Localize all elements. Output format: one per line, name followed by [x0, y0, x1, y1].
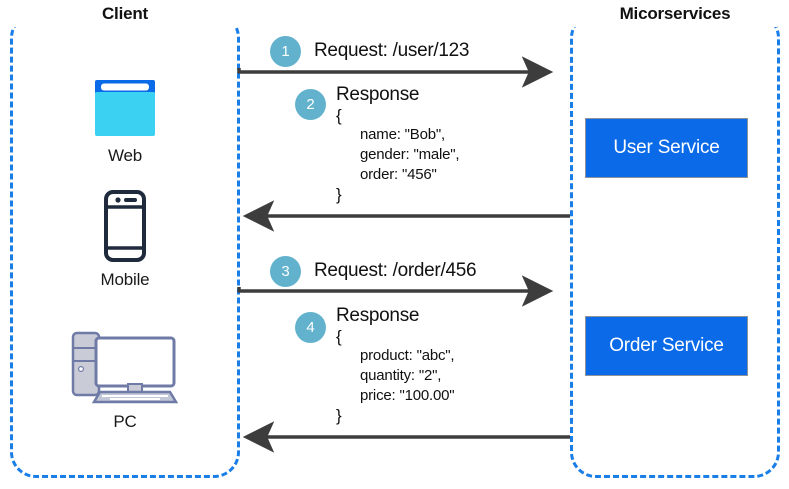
client-panel: Client — [10, 1, 240, 478]
client-panel-title: Client — [13, 1, 237, 27]
arrow-response-user — [242, 200, 570, 232]
message-label-request-order: Request: /order/456 — [314, 260, 477, 281]
response-title-user: Response — [336, 84, 420, 105]
step-circle-3: 3 — [270, 256, 301, 287]
web-browser-icon — [93, 78, 157, 138]
microservices-panel: Micorservices — [570, 1, 780, 478]
response-close-brace-user: } — [336, 185, 342, 204]
client-device-label-mobile: Mobile — [100, 270, 150, 289]
service-box-user[interactable]: User Service — [585, 118, 748, 178]
step-circle-4: 4 — [295, 312, 326, 343]
microservices-panel-title: Micorservices — [573, 1, 777, 27]
arrow-response-order — [242, 421, 570, 453]
response-body-line: price: "100.00" — [360, 387, 455, 404]
response-title-order: Response — [336, 305, 420, 326]
arrow-request-user — [237, 56, 554, 88]
client-device-web: Web — [10, 78, 240, 166]
service-box-user-label: User Service — [613, 137, 720, 158]
client-device-pc: PC — [10, 328, 240, 432]
client-device-label-web: Web — [107, 146, 143, 165]
mobile-phone-icon — [102, 190, 148, 262]
response-body-line: product: "abc", — [360, 347, 455, 364]
client-device-mobile: Mobile — [10, 190, 240, 290]
response-open-brace-user: { — [336, 106, 342, 125]
step-circle-2: 2 — [295, 89, 326, 120]
response-body-line: order: "456" — [360, 166, 437, 183]
response-body-line: name: "Bob", — [360, 126, 445, 143]
service-box-order[interactable]: Order Service — [585, 316, 748, 376]
response-close-brace-order: } — [336, 406, 342, 425]
step-circle-1-number: 1 — [281, 43, 290, 60]
response-body-line: gender: "male", — [360, 146, 460, 163]
desktop-pc-icon — [70, 328, 180, 404]
service-box-order-label: Order Service — [609, 335, 724, 356]
response-block-order: Response { product: "abc", quantity: "2"… — [336, 305, 455, 425]
arrow-request-order — [237, 275, 554, 307]
response-open-brace-order: { — [336, 327, 342, 346]
step-circle-4-number: 4 — [306, 319, 315, 336]
client-device-label-pc: PC — [113, 412, 137, 431]
step-circle-2-number: 2 — [306, 96, 315, 113]
response-body-line: quantity: "2", — [360, 367, 442, 384]
step-circle-1: 1 — [270, 36, 301, 67]
step-circle-3-number: 3 — [281, 263, 290, 280]
response-block-user: Response { name: "Bob", gender: "male", … — [336, 84, 460, 204]
message-label-request-user: Request: /user/123 — [314, 40, 470, 61]
